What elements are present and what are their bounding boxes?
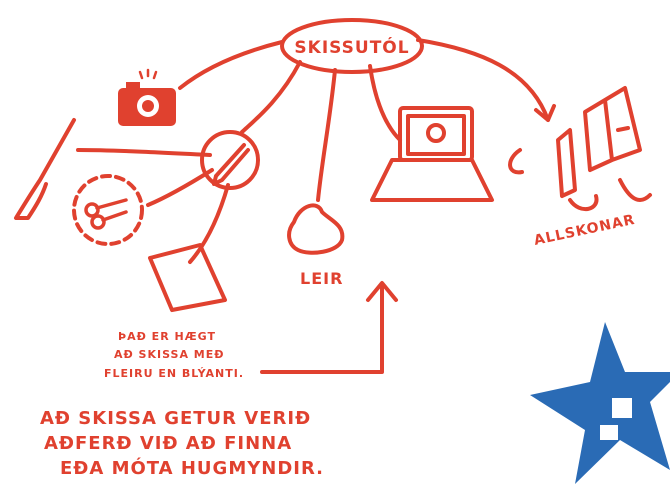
center-node-label: SKISSUTÓL	[294, 36, 409, 58]
pencil-icon	[214, 145, 248, 184]
folded-paper-icon	[150, 245, 225, 310]
connector-scissors	[148, 170, 212, 205]
small-note-line-1: ÞAÐ ER HÆGT	[118, 330, 216, 343]
connector-clay	[318, 70, 335, 200]
small-note-line-3: FLEIRU EN BLÝANTI.	[104, 367, 244, 380]
connector-laptop	[370, 66, 400, 140]
small-note-line-2: AÐ SKISSA MEÐ	[114, 348, 224, 361]
big-note-line-3: EÐA MÓTA HUGMYNDIR.	[60, 457, 324, 479]
connector-paper	[190, 185, 228, 262]
misc-label: ALLSKONAR	[533, 212, 637, 249]
connector-brush	[78, 150, 210, 155]
assorted-materials-icon	[558, 88, 640, 196]
laptop-screen	[408, 116, 464, 154]
big-note-line-2: AÐFERÐ VIÐ AÐ FINNA	[44, 433, 292, 454]
scissors-node-circle	[74, 176, 142, 244]
scissors-icon	[86, 200, 126, 228]
laptop-bulb	[428, 125, 444, 141]
paintbrush-icon	[16, 120, 74, 218]
connector-camera	[180, 42, 282, 88]
clay-icon	[289, 205, 342, 252]
blue-star-accent	[530, 322, 670, 484]
laptop-keyboard	[372, 160, 492, 200]
clay-label: LEIR	[300, 269, 343, 288]
assorted-squiggles	[510, 150, 650, 209]
connector-pencil	[242, 62, 300, 132]
note-arrow	[262, 285, 382, 372]
camera-icon	[118, 70, 176, 126]
big-note-line-1: AÐ SKISSA GETUR VERIÐ	[40, 408, 311, 429]
